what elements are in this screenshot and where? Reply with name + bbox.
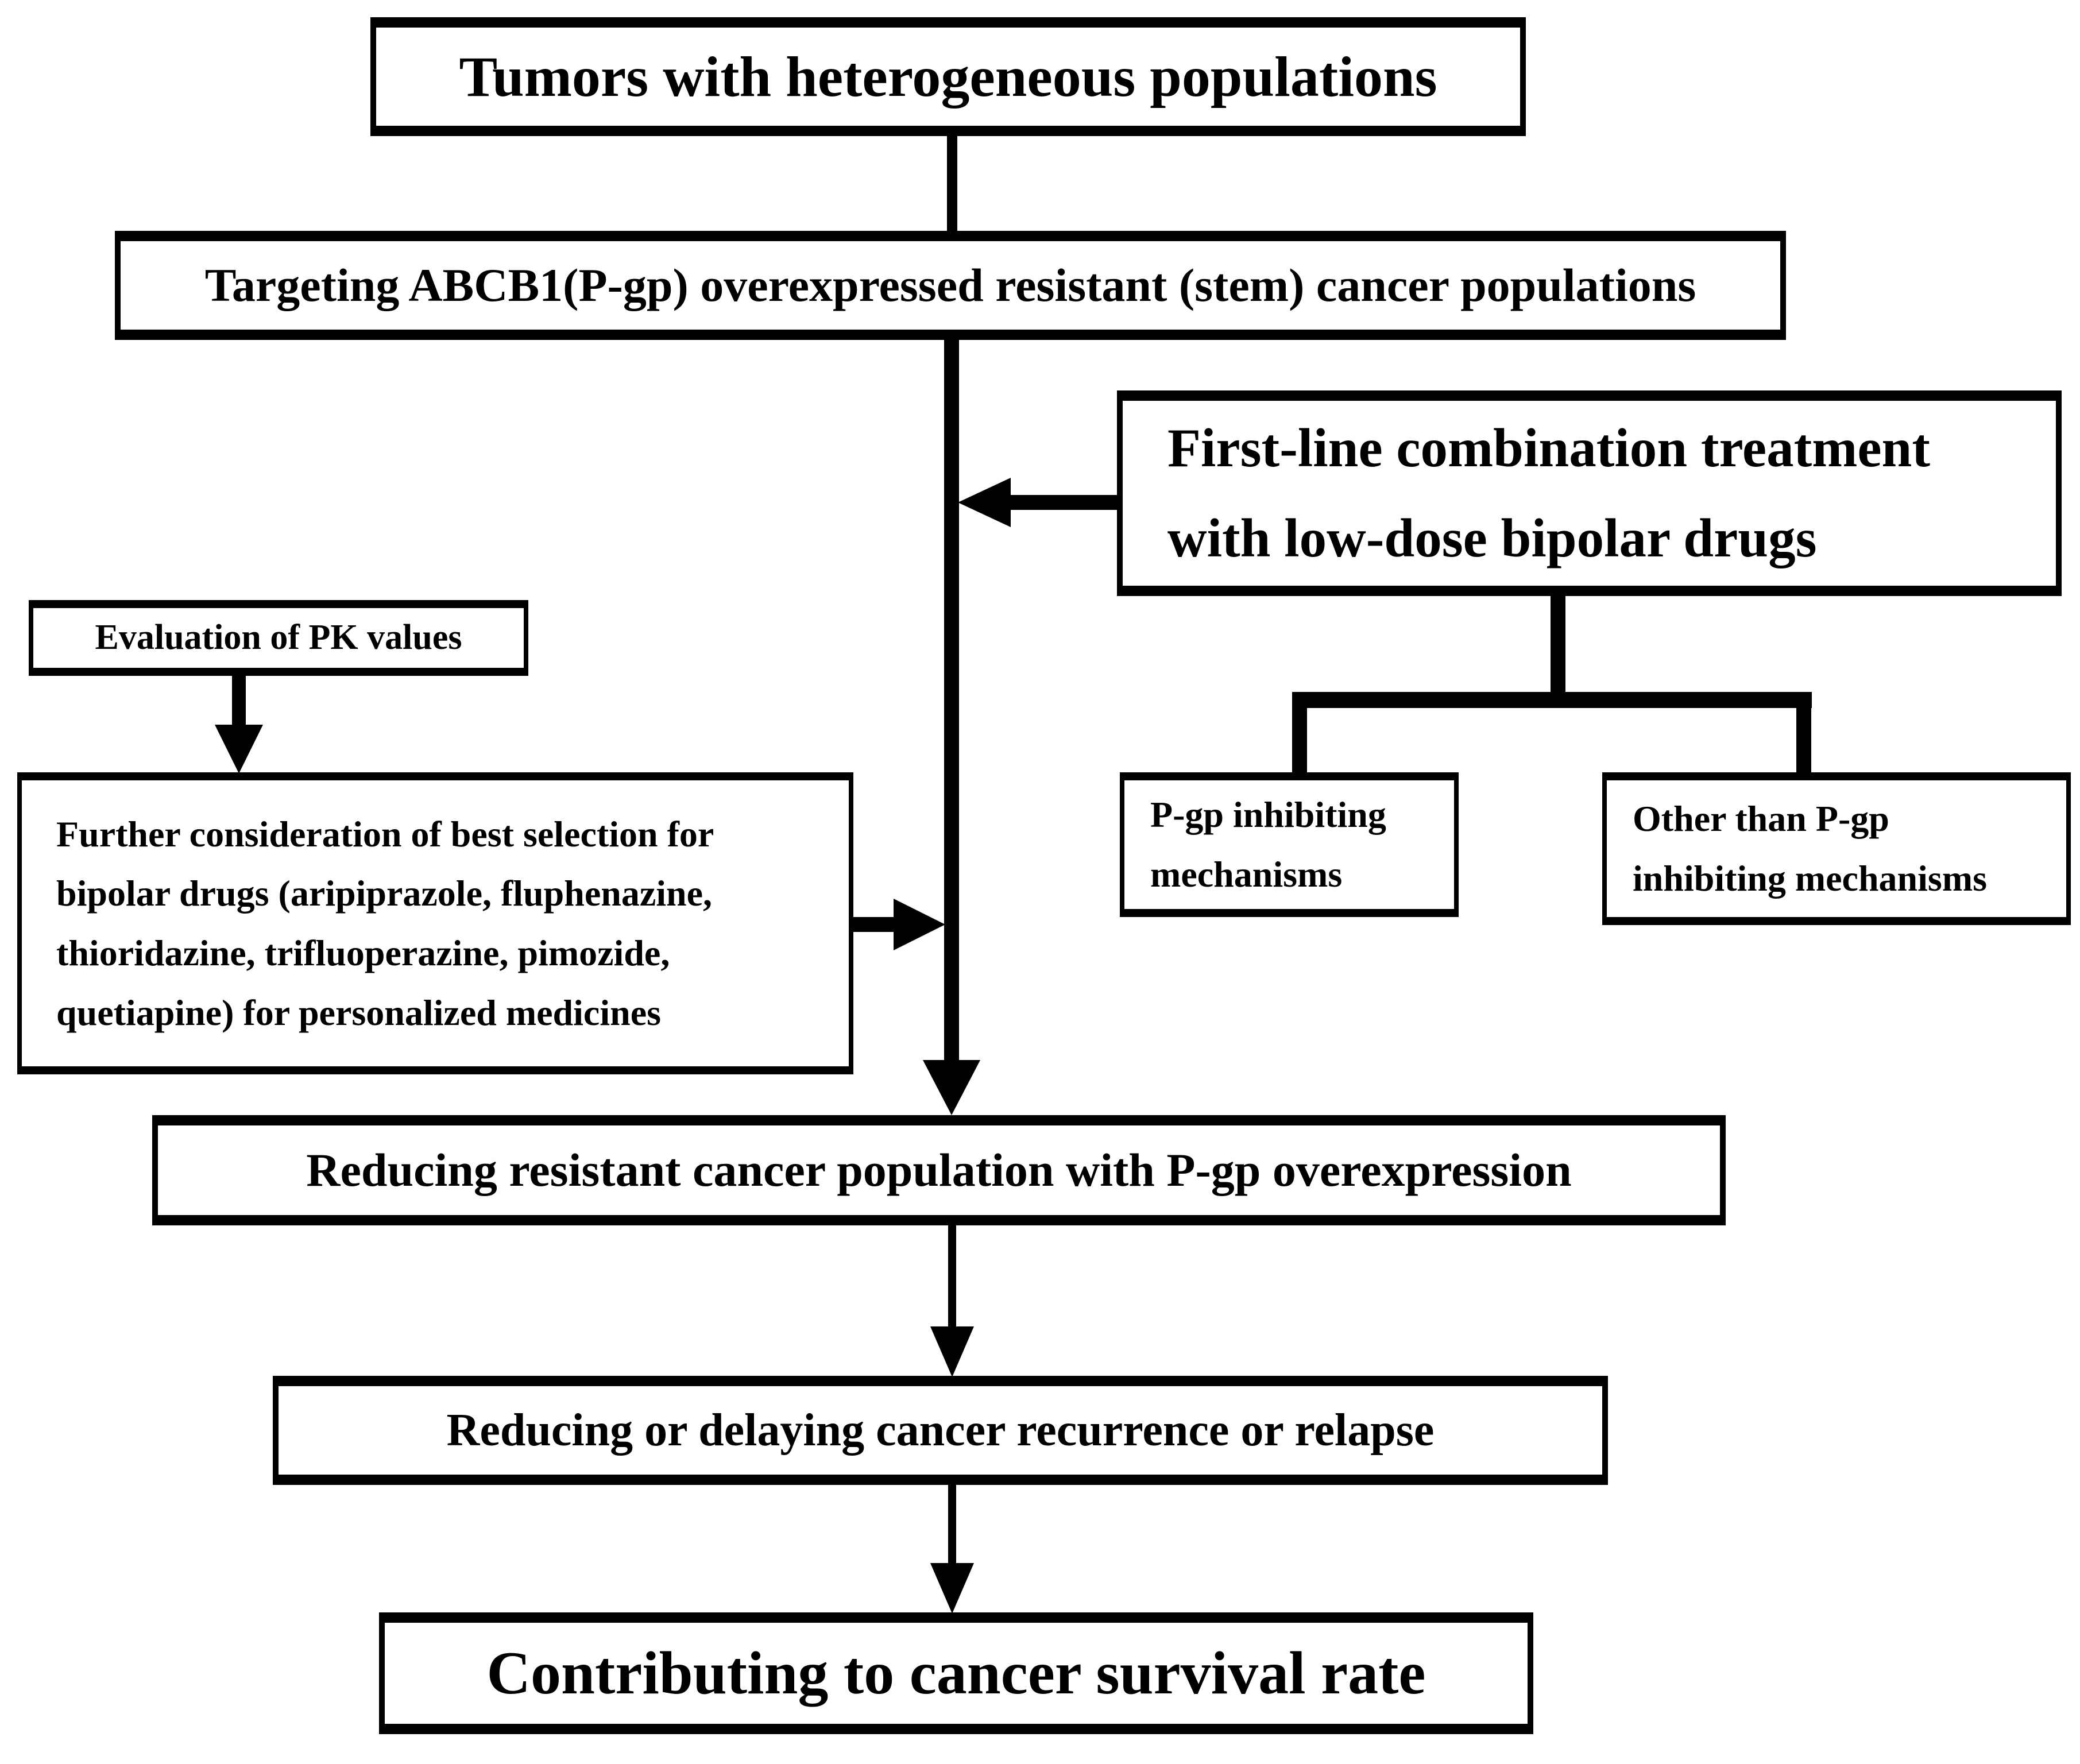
- node-other-than-pgp: Other than P-gp inhibiting mechanisms: [1602, 772, 2071, 925]
- arrowhead-down-into-further: [215, 725, 263, 773]
- connector-branch-to-other: [1796, 692, 1811, 773]
- arrowhead-left-into-central: [958, 478, 1011, 527]
- node-firstline-label: First-line combination treatment with lo…: [1167, 417, 1931, 568]
- connector-reduce-rec-to-contributing: [948, 1484, 956, 1565]
- connector-reduce-pop-to-reduce-rec: [948, 1224, 956, 1329]
- node-pgp-inhibiting: P-gp inhibiting mechanisms: [1120, 772, 1459, 917]
- node-reducing-recurrence-label: Reducing or delaying cancer recurrence o…: [446, 1405, 1435, 1456]
- connector-branch-bar: [1292, 692, 1812, 708]
- arrowhead-right-into-central: [894, 899, 945, 950]
- node-firstline-treatment: First-line combination treatment with lo…: [1117, 390, 2062, 596]
- node-evaluation-label: Evaluation of PK values: [95, 618, 462, 657]
- connector-tumors-to-targeting: [947, 135, 957, 233]
- arrowhead-down-into-contributing: [930, 1563, 974, 1614]
- connector-branch-to-pgp: [1292, 692, 1307, 773]
- node-further-consideration: Further consideration of best selection …: [17, 772, 853, 1074]
- node-other-label: Other than P-gp inhibiting mechanisms: [1633, 798, 1988, 899]
- node-contributing-survival: Contributing to cancer survival rate: [379, 1612, 1533, 1734]
- node-targeting: Targeting ABCB1(P-gp) overexpressed resi…: [115, 231, 1786, 340]
- connector-firstline-to-central: [1006, 495, 1118, 510]
- node-tumors-label: Tumors with heterogeneous populations: [459, 45, 1437, 109]
- connector-firstline-down: [1551, 595, 1565, 701]
- connector-evaluation-to-further: [232, 675, 246, 732]
- node-reducing-population-label: Reducing resistant cancer population wit…: [306, 1143, 1572, 1196]
- node-targeting-label: Targeting ABCB1(P-gp) overexpressed resi…: [204, 258, 1696, 311]
- node-further-label: Further consideration of best selection …: [56, 813, 714, 1033]
- node-pgp-label: P-gp inhibiting mechanisms: [1150, 794, 1386, 895]
- arrowhead-down-into-reduce-pop: [923, 1060, 980, 1115]
- connector-central-vertical: [944, 339, 959, 1067]
- node-evaluation-pk: Evaluation of PK values: [29, 600, 528, 676]
- node-reducing-recurrence: Reducing or delaying cancer recurrence o…: [273, 1376, 1608, 1485]
- node-tumors: Tumors with heterogeneous populations: [370, 17, 1526, 136]
- node-contributing-label: Contributing to cancer survival rate: [486, 1639, 1426, 1707]
- node-reducing-population: Reducing resistant cancer population wit…: [152, 1115, 1726, 1225]
- arrowhead-down-into-reduce-rec: [930, 1326, 974, 1377]
